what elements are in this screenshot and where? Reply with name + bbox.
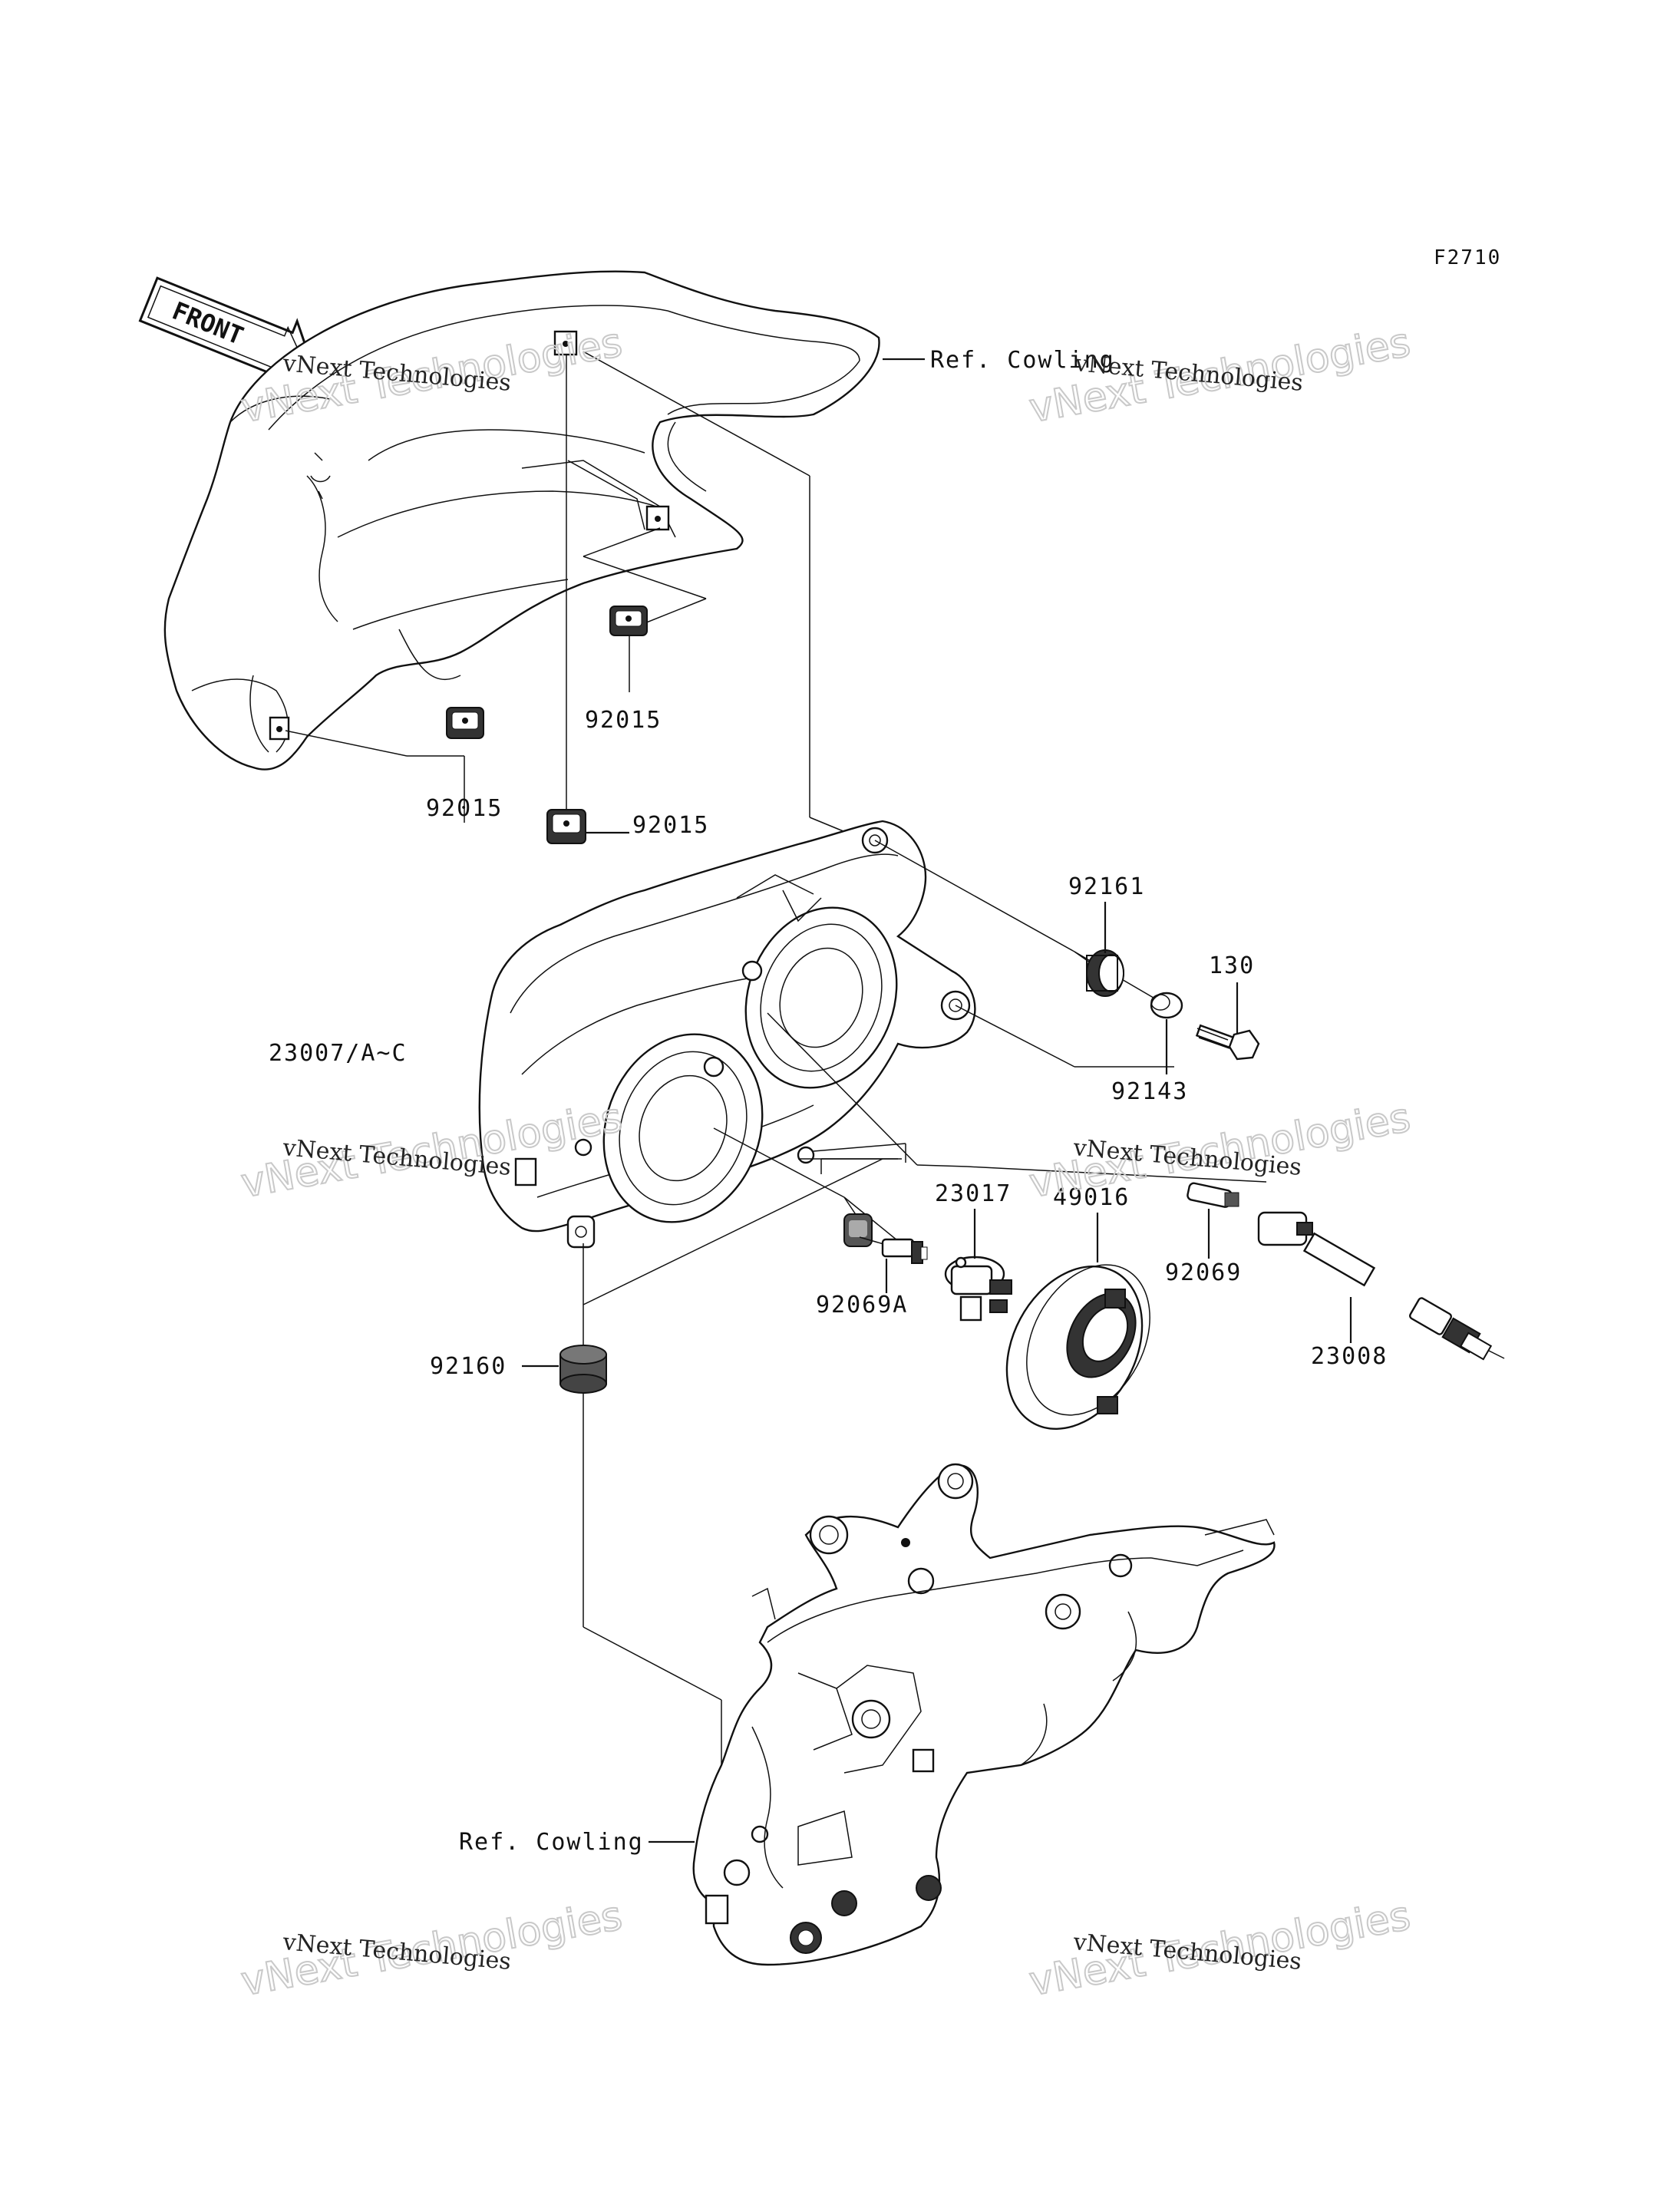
label-92015-c: 92015 (632, 812, 709, 839)
label-92069: 92069 (1165, 1259, 1242, 1286)
collar-92143 (1150, 992, 1183, 1019)
grommet-92161 (1086, 949, 1124, 997)
upper-cowling (163, 270, 880, 771)
label-23007: 23007/A~C (269, 1040, 408, 1067)
bulb-92069a (843, 1213, 928, 1264)
label-23008: 23008 (1311, 1343, 1388, 1370)
socket-23017 (944, 1256, 1012, 1322)
headlight-assembly (478, 820, 976, 1249)
grommet-92015-c (546, 809, 586, 844)
label-130: 130 (1209, 952, 1255, 979)
grommet-92015-a (609, 606, 648, 636)
figure-code: F2710 (1434, 246, 1501, 269)
lead-23008 (1257, 1211, 1505, 1361)
label-23017: 23017 (935, 1180, 1012, 1207)
grommet-92160 (559, 1345, 607, 1394)
label-92143: 92143 (1111, 1078, 1188, 1105)
label-92160: 92160 (430, 1353, 507, 1380)
bolt-130 (1195, 1024, 1260, 1061)
headlight-bracket (692, 1463, 1276, 1966)
label-92161: 92161 (1068, 873, 1145, 900)
watermark: vNext Technologies vNext Technologies (1025, 1892, 1414, 2005)
label-ref-cowling-bottom: Ref. Cowling (459, 1829, 644, 1856)
watermark: vNext Technologies vNext Technologies (237, 1892, 626, 2005)
bulb-92069 (1187, 1182, 1239, 1208)
label-49016: 49016 (1053, 1184, 1130, 1211)
cover-49016 (1005, 1264, 1150, 1430)
watermark: vNext Technologies vNext Technologies (1025, 318, 1414, 432)
label-ref-cowling-top: Ref. Cowling (930, 347, 1115, 374)
label-92015-b: 92015 (426, 795, 503, 822)
label-92069a: 92069A (816, 1292, 908, 1318)
label-92015-a: 92015 (585, 707, 662, 734)
grommet-92015-b (446, 707, 484, 739)
